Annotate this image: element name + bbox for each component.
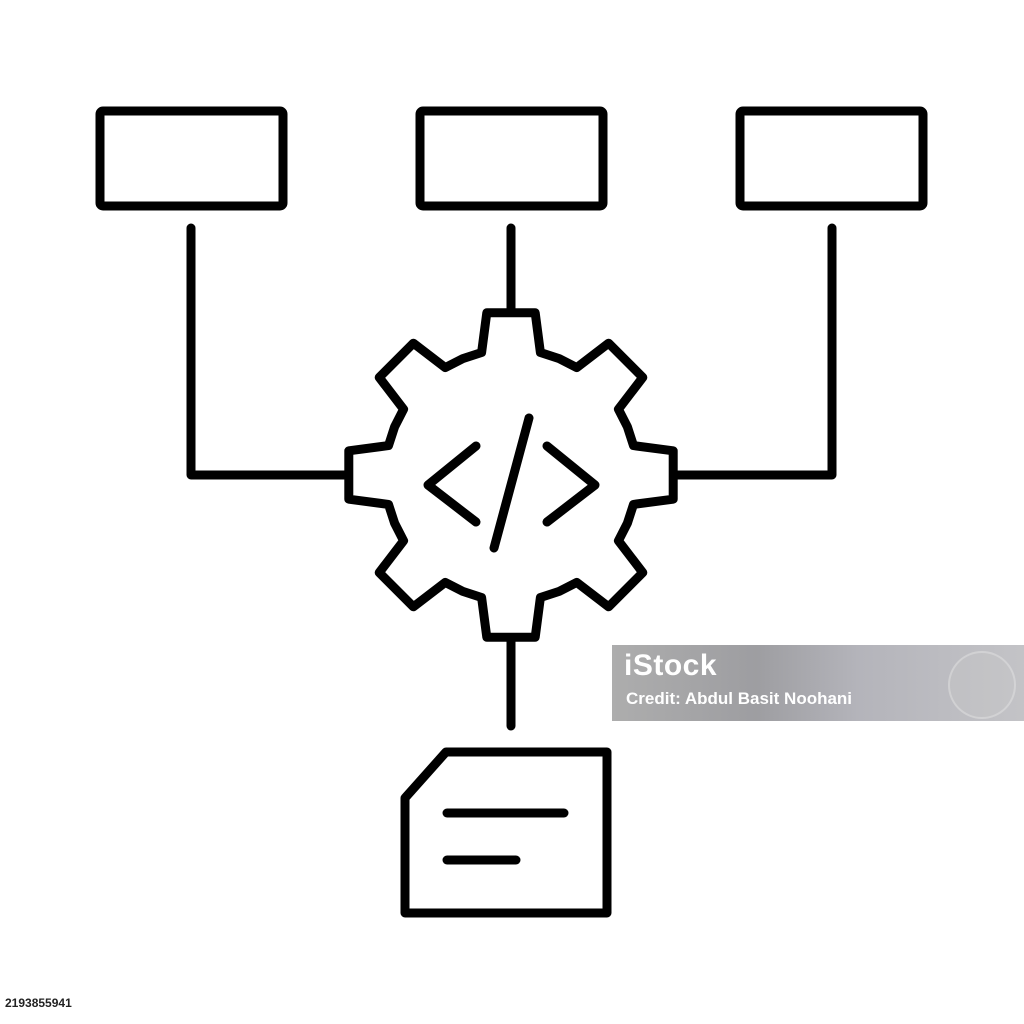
right-box [735,106,928,211]
watermark-brand: iStock [624,649,718,682]
left-angle-bracket [423,441,481,527]
slash [489,413,534,553]
left-box [95,106,288,211]
code-brackets-icon [423,413,600,553]
watermark: iStock Credit: Abdul Basit Noohani [612,645,1024,721]
stock-id: 2193855941 [0,992,77,1014]
watermark-circle [948,651,1016,719]
watermark-credit: Credit: Abdul Basit Noohani [626,689,853,708]
center-box [415,106,608,211]
document-outline [400,747,612,918]
right-connector [671,223,837,480]
gear-icon [344,308,678,642]
left-connector [186,223,353,480]
document-icon [400,747,612,918]
right-angle-bracket [542,441,600,527]
